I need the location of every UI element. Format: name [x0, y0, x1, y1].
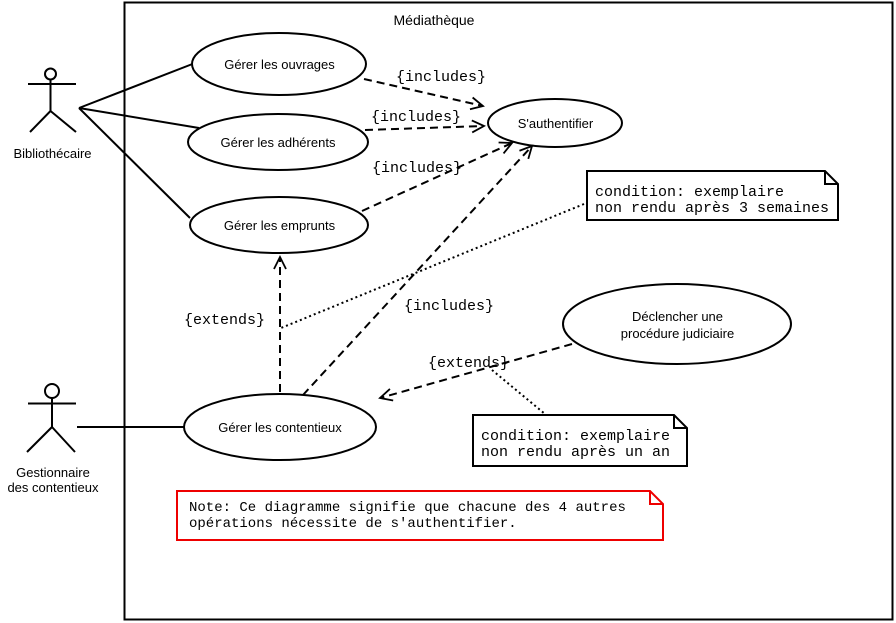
system-boundary-frame	[123, 1, 894, 621]
note-one-year-anchor	[491, 369, 546, 415]
usecase-adherents-label: Gérer les adhérents	[220, 135, 336, 150]
actor-head	[44, 67, 57, 81]
usecase-auth-ellipse	[487, 98, 623, 148]
association-lines	[77, 62, 200, 428]
note-one-year-text: condition: exemplaire non rendu après un…	[481, 428, 671, 461]
note-one-year-fold-icon	[673, 415, 687, 429]
note-one-year-shape	[472, 414, 688, 467]
assoc-bibliothecaire-emprunts	[78, 107, 191, 219]
includes-contentieux-label: {includes}	[404, 298, 495, 315]
includes-contentieux-arrow	[302, 144, 534, 396]
extends-declencher-label: {extends}	[428, 355, 510, 372]
note-shapes	[472, 170, 839, 467]
extends-declencher-contentieux-arrow	[378, 343, 573, 402]
includes-ouvrages-arrow	[363, 78, 485, 111]
includes-adherents-arrow	[364, 119, 487, 134]
actor-leg-right	[49, 110, 77, 133]
actor-leg-left	[29, 110, 52, 133]
usecase-emprunts-label: Gérer les emprunts	[223, 218, 336, 233]
usecase-ouvrages-label: Gérer les ouvrages	[224, 57, 335, 72]
assoc-bibliothecaire-ouvrages	[78, 62, 196, 109]
note-main-text: Note: Ce diagramme signifie que chacune …	[189, 500, 626, 532]
actor-head	[44, 383, 60, 399]
includes-emprunts-label: {includes}	[372, 160, 463, 177]
note-three-weeks-shape	[586, 170, 839, 221]
actor-gestionnaire-figure	[26, 383, 76, 453]
usecase-declencher-label: Déclencher une procédure judiciaire	[620, 308, 735, 341]
note-main-fold-icon	[649, 491, 663, 505]
note-main-shape	[176, 490, 664, 541]
dependency-arrows	[273, 78, 573, 402]
usecase-contentieux-label: Gérer les contentieux	[218, 420, 342, 435]
note-main-shape-group	[176, 490, 664, 541]
usecase-ouvrages-ellipse	[191, 32, 367, 96]
actor-leg-left	[26, 426, 53, 453]
actor-bibliothecaire-figure	[28, 67, 77, 133]
includes-ouvrages-label: {includes}	[396, 69, 487, 86]
usecase-auth-label: S'authentifier	[517, 116, 594, 131]
actor-gestionnaire-label: Gestionnaire des contentieux	[7, 465, 99, 495]
usecase-contentieux-ellipse	[183, 393, 377, 461]
diagram-title: Médiathèque	[393, 11, 475, 28]
note-anchor-lines	[280, 203, 585, 415]
usecase-emprunts-ellipse	[189, 196, 369, 254]
note-three-weeks-text: condition: exemplaire non rendu après 3 …	[595, 184, 830, 217]
note-three-weeks-fold-icon	[824, 171, 838, 185]
usecase-adherents-ellipse	[187, 113, 369, 171]
actor-leg-right	[51, 426, 76, 453]
assoc-bibliothecaire-adherents	[78, 107, 200, 129]
includes-adherents-label: {includes}	[371, 109, 462, 126]
usecase-declencher-ellipse	[562, 283, 792, 365]
extends-emprunts-label: {extends}	[184, 312, 266, 329]
usecase-ellipses	[183, 32, 792, 461]
actor-bibliothecaire-label: Bibliothécaire	[13, 145, 92, 161]
includes-emprunts-arrow	[361, 141, 514, 212]
